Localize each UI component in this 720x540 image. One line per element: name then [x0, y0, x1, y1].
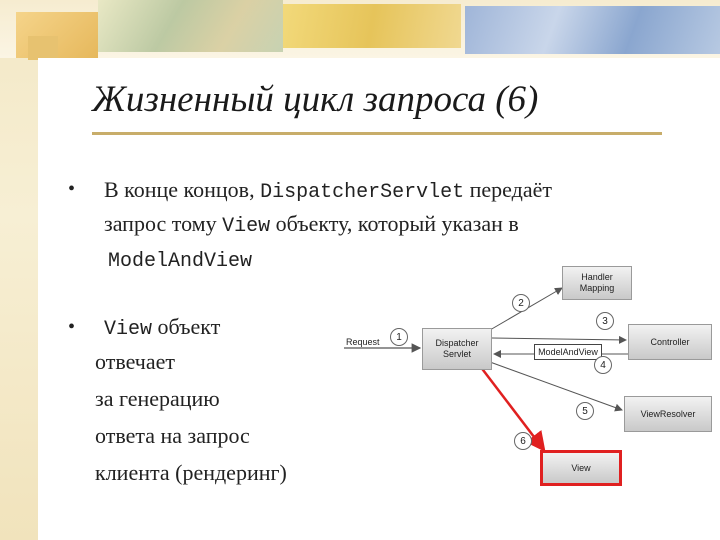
code-text: DispatcherServlet [260, 181, 465, 204]
step-circle: 1 [390, 328, 408, 346]
bullet2-line1: View объект [104, 312, 220, 345]
request-label: Request [346, 337, 380, 347]
bullet-marker: • [68, 178, 76, 200]
decor-tile [465, 6, 720, 54]
slide-title: Жизненный цикл запроса (6) [92, 79, 539, 120]
model-and-view-box: ModelAndView [534, 344, 602, 360]
bullet2-line2: отвечает [95, 349, 176, 374]
text: В конце концов, [104, 177, 261, 202]
bullet1-line1: В конце концов, DispatcherServlet переда… [104, 175, 552, 208]
bullet2-line3: за генерацию [95, 386, 220, 411]
dispatcher-servlet-box: Dispatcher Servlet [422, 328, 492, 370]
decor-tile [283, 4, 461, 48]
request-lifecycle-diagram: Request 1 Dispatcher Servlet Handler Map… [340, 262, 720, 492]
code-text: View [222, 215, 271, 238]
arrow-3 [491, 335, 627, 344]
code-text: ModelAndView [108, 250, 253, 273]
bullet1-line3: ModelAndView [108, 244, 252, 277]
step-circle: 3 [596, 312, 614, 330]
diagram-arrows [344, 287, 630, 452]
step-circle: 4 [594, 356, 612, 374]
decor-tile [28, 36, 58, 60]
step-circle: 6 [514, 432, 532, 450]
code-text: View [104, 318, 153, 341]
controller-box: Controller [628, 324, 712, 360]
title-underline [92, 132, 662, 135]
text: запрос тому [104, 211, 223, 236]
view-resolver-box: ViewResolver [624, 396, 712, 432]
decor-tile [98, 0, 283, 52]
bullet1-line2: запрос тому View объекту, который указан… [104, 209, 519, 242]
step-circle: 2 [512, 294, 530, 312]
view-box: View [540, 450, 622, 486]
text: объект [152, 314, 221, 339]
arrow-6 [479, 365, 546, 452]
bullet2-line5: клиента (рендеринг) [95, 460, 287, 485]
step-circle: 5 [576, 402, 594, 420]
bullet2-line4: ответа на запрос [95, 423, 250, 448]
side-decoration [0, 0, 38, 540]
arrow-5 [489, 361, 623, 412]
handler-mapping-box: Handler Mapping [562, 266, 632, 300]
text: объекту, который указан в [270, 211, 519, 236]
bullet-marker: • [68, 316, 76, 338]
text: передаёт [464, 177, 552, 202]
